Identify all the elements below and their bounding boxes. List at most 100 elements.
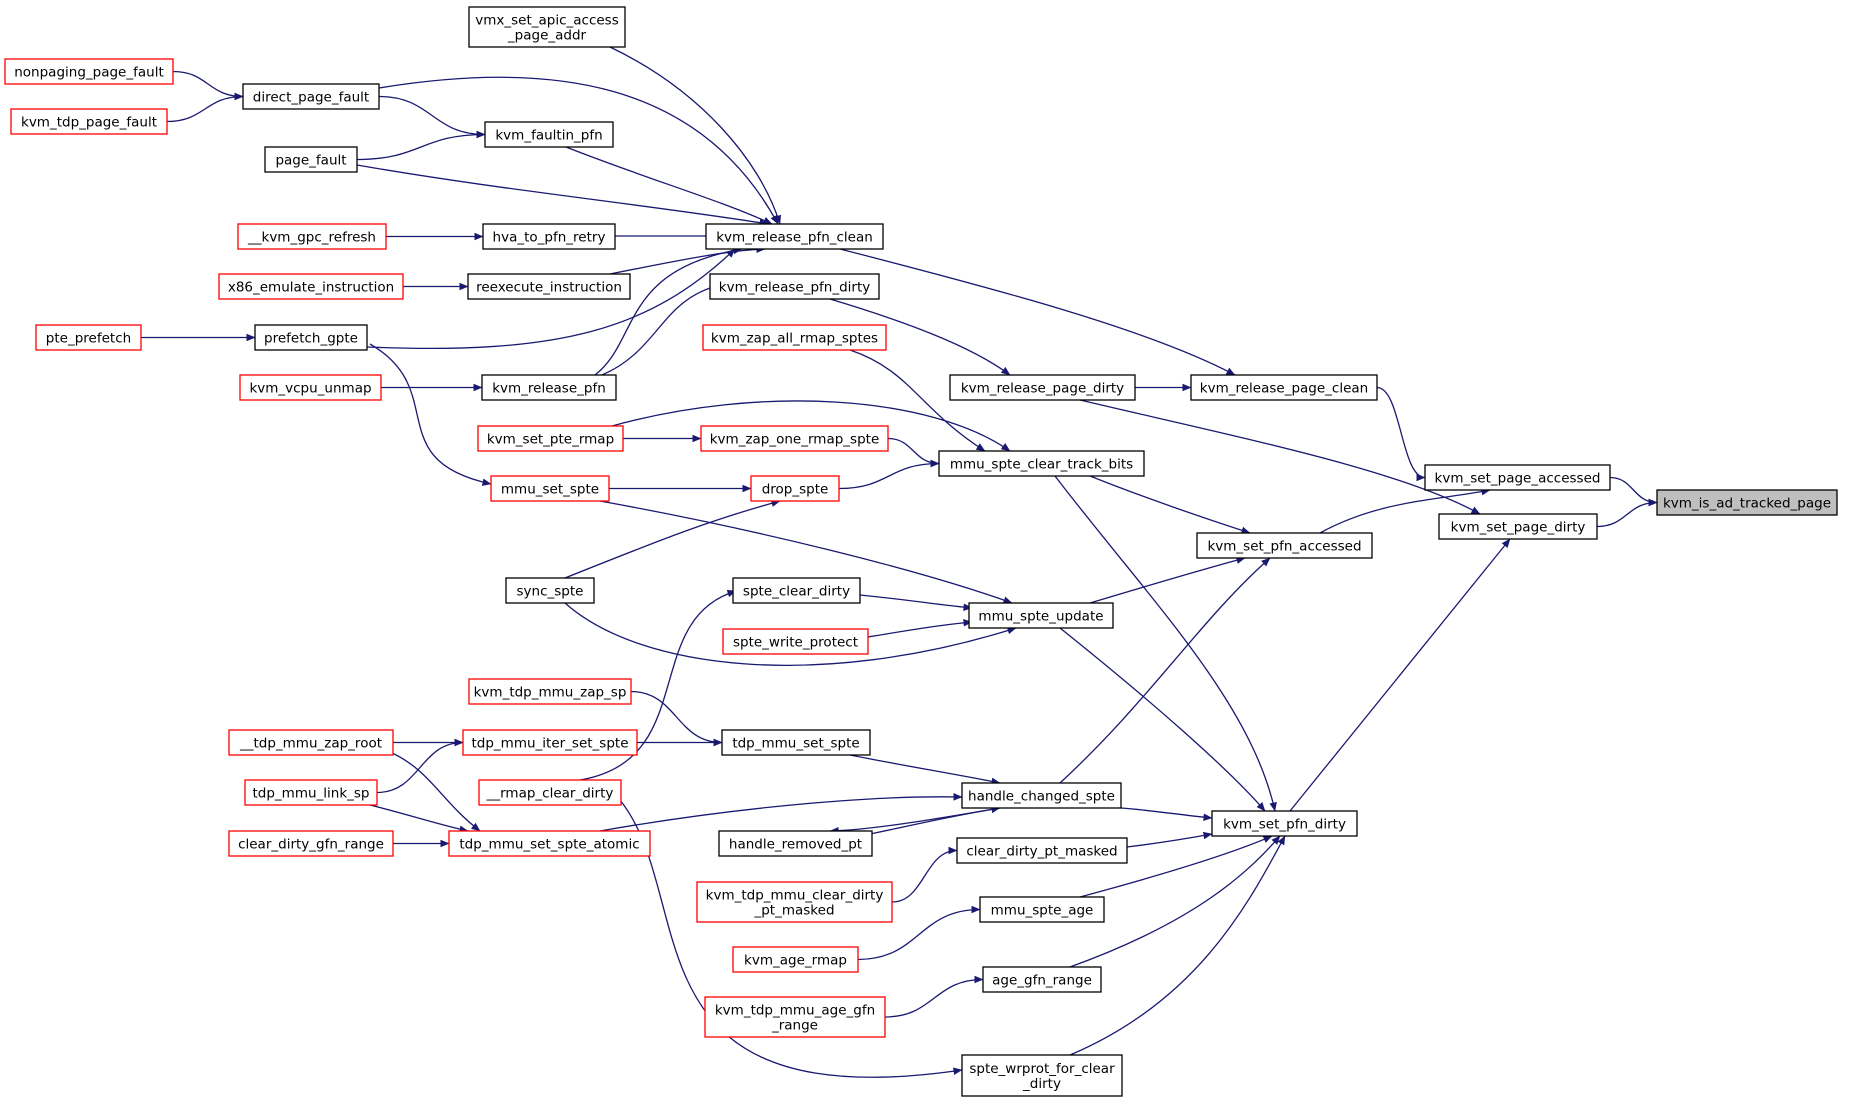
node-kvm-vcpu-unmap[interactable]: kvm_vcpu_unmap [239, 374, 382, 401]
node-label: kvm_tdp_mmu_clear_dirty [706, 888, 884, 904]
node-direct-page-fault[interactable]: direct_page_fault [242, 83, 380, 110]
edge-path [356, 130, 486, 161]
node-tdp-mmu-iter-set-spte[interactable]: tdp_mmu_iter_set_spte [462, 729, 638, 756]
edge-tdp-mmu-set-spte-atomic-to-handle-changed-spte [599, 793, 963, 832]
node-mmu-spte-update[interactable]: mmu_spte_update [968, 602, 1114, 629]
node-kvm-release-page-clean[interactable]: kvm_release_page_clean [1190, 374, 1378, 401]
node-label: kvm_release_page_dirty [961, 381, 1124, 397]
node-age-gfn-range[interactable]: age_gfn_range [982, 966, 1102, 993]
node-kvm-set-pte-rmap[interactable]: kvm_set_pte_rmap [477, 425, 624, 452]
node-label: kvm_zap_all_rmap_sptes [711, 331, 878, 347]
edge-sync-spte-to-mmu-spte-update [564, 602, 1017, 666]
node-kvm-set-page-dirty[interactable]: kvm_set_page_dirty [1438, 513, 1598, 540]
node-box [228, 729, 394, 756]
node-rmap-clear-dirty[interactable]: __rmap_clear_dirty [478, 779, 622, 806]
node-kvm-tdp-mmu-age-gfn-range[interactable]: kvm_tdp_mmu_age_gfn_range [704, 996, 886, 1038]
edge-path [356, 164, 769, 227]
node-kvm-is-ad-tracked-page[interactable]: kvm_is_ad_tracked_page [1656, 489, 1838, 516]
node-handle-changed-spte[interactable]: handle_changed_spte [961, 782, 1122, 809]
node-prefetch-gpte[interactable]: prefetch_gpte [254, 324, 368, 351]
node-drop-spte[interactable]: drop_spte [750, 475, 840, 502]
edge-kvm-tdp-mmu-age-gfn-range-to-age-gfn-range [884, 975, 984, 1018]
node-label: tdp_mmu_link_sp [252, 786, 369, 802]
node-kvm-release-pfn-dirty[interactable]: kvm_release_pfn_dirty [709, 273, 880, 300]
edge-tdp-mmu-zap-root-to-tdp-mmu-set-spte-atomic [389, 751, 481, 832]
node-label: __rmap_clear_dirty [486, 786, 614, 802]
node-mmu-set-spte[interactable]: mmu_set_spte [490, 475, 610, 502]
edge-kvm-zap-one-rmap-spte-to-mmu-spte-clear-track-bits [887, 437, 940, 468]
node-box [237, 223, 387, 250]
node-mmu-spte-clear-track-bits[interactable]: mmu_spte_clear_track_bits [938, 450, 1145, 477]
edge-path [378, 76, 779, 225]
node-kvm-zap-all-rmap-sptes[interactable]: kvm_zap_all_rmap_sptes [702, 324, 887, 351]
node-x86-emulate-instruction[interactable]: x86_emulate_instruction [218, 273, 404, 300]
node-kvm-age-rmap[interactable]: kvm_age_rmap [732, 946, 859, 973]
node-box [938, 450, 1145, 477]
edge-path [887, 437, 940, 468]
node-kvm-set-pfn-dirty[interactable]: kvm_set_pfn_dirty [1211, 810, 1358, 837]
node-box [35, 324, 142, 351]
node-kvm-gpc-refresh[interactable]: __kvm_gpc_refresh [237, 223, 387, 250]
edge-path [389, 751, 481, 832]
node-tdp-mmu-zap-root[interactable]: __tdp_mmu_zap_root [228, 729, 394, 756]
edge-tdp-mmu-link-sp-to-tdp-mmu-iter-set-spte [376, 738, 464, 794]
node-label: vmx_set_apic_access [475, 13, 619, 29]
node-vmx-set-apic-access-page-addr[interactable]: vmx_set_apic_access_page_addr [468, 6, 626, 48]
node-clear-dirty-gfn-range[interactable]: clear_dirty_gfn_range [228, 830, 394, 857]
node-reexecute-instruction[interactable]: reexecute_instruction [467, 273, 631, 300]
node-label: kvm_vcpu_unmap [249, 381, 371, 397]
node-spte-write-protect[interactable]: spte_write_protect [722, 628, 869, 655]
node-clear-dirty-pt-masked[interactable]: clear_dirty_pt_masked [956, 837, 1128, 864]
edge-spte-clear-dirty-to-mmu-spte-update [859, 594, 973, 611]
node-kvm-zap-one-rmap-spte[interactable]: kvm_zap_one_rmap_spte [700, 425, 889, 452]
edge-path [1596, 498, 1658, 528]
node-spte-clear-dirty[interactable]: spte_clear_dirty [732, 577, 861, 604]
node-box [484, 121, 614, 148]
node-hva-to-pfn-retry[interactable]: hva_to_pfn_retry [482, 223, 616, 250]
node-page-fault[interactable]: page_fault [264, 146, 358, 173]
node-box [705, 223, 884, 250]
node-sync-spte[interactable]: sync_spte [505, 577, 595, 604]
edge-path [1609, 476, 1658, 507]
edge-kvm-set-pfn-dirty-to-kvm-set-page-dirty [1289, 538, 1511, 812]
node-kvm-release-page-dirty[interactable]: kvm_release_page_dirty [949, 374, 1136, 401]
node-box [10, 108, 168, 135]
node-tdp-mmu-link-sp[interactable]: tdp_mmu_link_sp [244, 779, 378, 806]
edge-path [166, 92, 244, 123]
node-spte-wrprot-for-clear-dirty[interactable]: spte_wrprot_for_clear_dirty [961, 1054, 1123, 1097]
node-box [961, 782, 1122, 809]
node-box [505, 577, 595, 604]
node-kvm-tdp-mmu-clear-dirty-pt-masked[interactable]: kvm_tdp_mmu_clear_dirty_pt_masked [696, 881, 893, 923]
node-box [481, 374, 617, 401]
node-box [709, 273, 880, 300]
node-pte-prefetch[interactable]: pte_prefetch [35, 324, 142, 351]
node-kvm-set-pfn-accessed[interactable]: kvm_set_pfn_accessed [1196, 532, 1373, 559]
node-kvm-faultin-pfn[interactable]: kvm_faultin_pfn [484, 121, 614, 148]
edge-path [369, 343, 492, 486]
node-box [722, 628, 869, 655]
node-box [1211, 810, 1358, 837]
node-handle-removed-pt[interactable]: handle_removed_pt [718, 830, 873, 857]
node-kvm-release-pfn[interactable]: kvm_release_pfn [481, 374, 617, 401]
node-kvm-release-pfn-clean[interactable]: kvm_release_pfn_clean [705, 223, 884, 250]
node-tdp-mmu-set-spte-atomic[interactable]: tdp_mmu_set_spte_atomic [448, 830, 651, 857]
node-mmu-spte-age[interactable]: mmu_spte_age [979, 896, 1105, 923]
node-kvm-set-page-accessed[interactable]: kvm_set_page_accessed [1424, 464, 1611, 491]
node-box [264, 146, 358, 173]
node-tdp-mmu-set-spte[interactable]: tdp_mmu_set_spte [721, 729, 871, 756]
node-box [239, 374, 382, 401]
node-kvm-tdp-page-fault[interactable]: kvm_tdp_page_fault [10, 108, 168, 135]
node-box [732, 577, 861, 604]
node-nonpaging-page-fault[interactable]: nonpaging_page_fault [4, 58, 174, 85]
edge-path [1126, 831, 1213, 848]
edge-kvm-zap-all-rmap-sptes-to-mmu-spte-clear-track-bits [849, 349, 986, 452]
edge-path [594, 246, 743, 376]
edge-kvm-tdp-mmu-clear-dirty-pt-masked-to-clear-dirty-pt-masked [891, 846, 958, 903]
edge-nonpaging-page-fault-to-direct-page-fault [172, 70, 244, 101]
node-label: spte_clear_dirty [743, 584, 850, 600]
node-box [218, 273, 404, 300]
edge-path [1319, 487, 1491, 534]
node-kvm-tdp-mmu-zap-sp[interactable]: kvm_tdp_mmu_zap_sp [468, 678, 632, 705]
edge-path [1289, 538, 1511, 812]
